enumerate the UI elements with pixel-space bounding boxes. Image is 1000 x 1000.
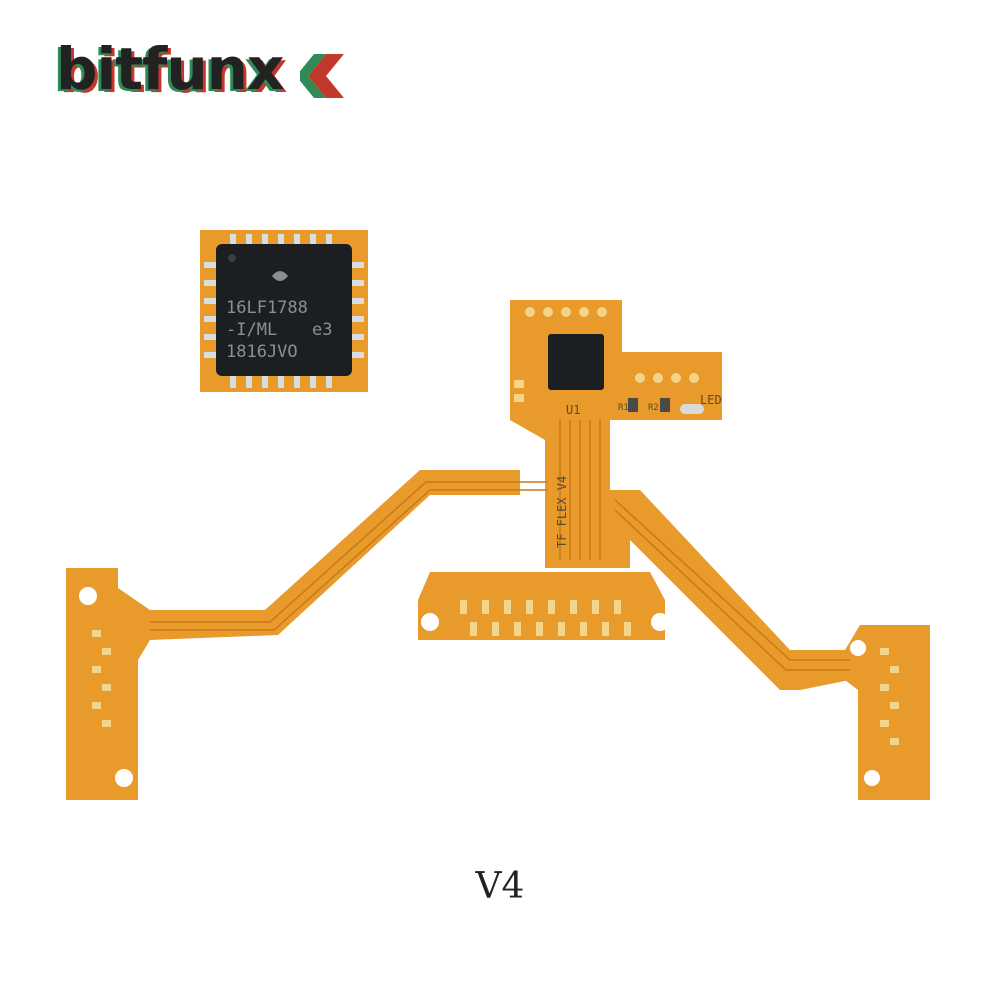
- silkscreen-r2: R2: [648, 403, 659, 413]
- silkscreen-ic: U1: [566, 403, 580, 417]
- double-chevron-icon: [300, 54, 344, 98]
- manufacturer-logo-icon: [272, 271, 288, 281]
- chip-mark: e3: [312, 320, 332, 340]
- brand-logo: bitfunx: [56, 35, 284, 103]
- silkscreen-r1: R1: [618, 403, 629, 413]
- chip-line-2: -I/ML: [226, 320, 277, 340]
- version-caption: V4: [475, 866, 525, 907]
- silkscreen-led: LED: [700, 393, 722, 407]
- flex-board: U1 LED R1 R2 TF FLEX V4: [66, 300, 930, 800]
- chip-closeup: 16LF1788 -I/ML e3 1816JVO: [200, 230, 368, 392]
- chip-line-1: 16LF1788: [226, 298, 308, 318]
- chip-line-3: 1816JVO: [226, 342, 298, 362]
- silkscreen-flex: TF FLEX V4: [555, 476, 569, 548]
